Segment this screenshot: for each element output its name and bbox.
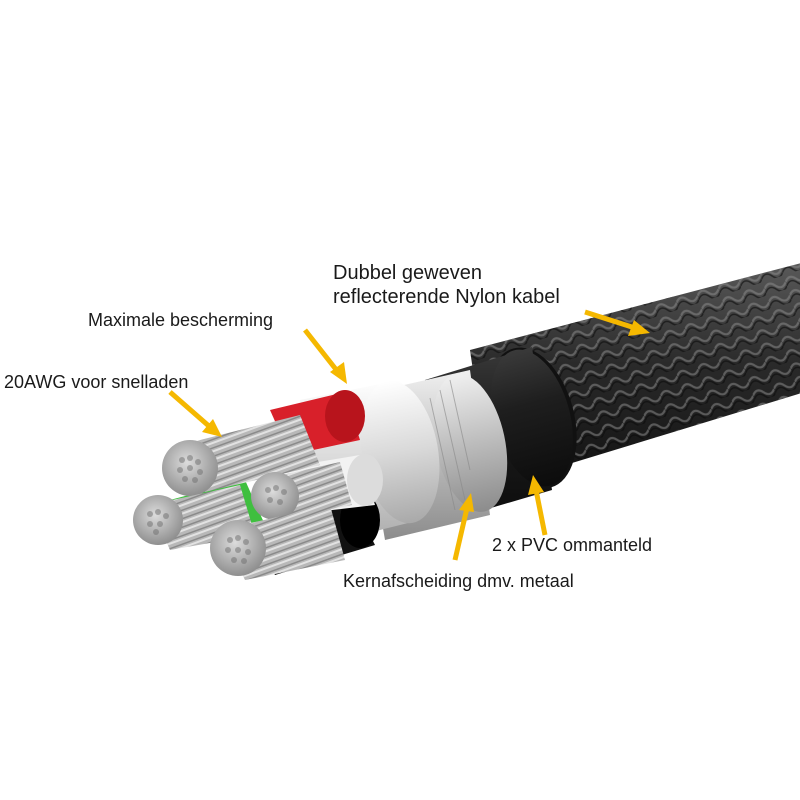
label-nylon-line1: Dubbel geweven (333, 262, 482, 284)
label-protection: Maximale bescherming (88, 310, 273, 330)
arrow-awg (168, 390, 222, 437)
arrows (168, 309, 650, 561)
conductor-bottom (210, 505, 345, 580)
arrow-metal (452, 493, 474, 561)
label-pvc: 2 x PVC ommanteld (492, 535, 652, 555)
arrow-nylon (584, 309, 650, 336)
arrow-protection (303, 328, 347, 384)
conductor-top (162, 415, 320, 496)
arrow-pvc (528, 475, 548, 536)
label-awg: 20AWG voor snelladen (4, 372, 188, 392)
label-metal: Kernafscheiding dmv. metaal (343, 571, 574, 591)
label-nylon-line2: reflecterende Nylon kabel (333, 286, 560, 308)
